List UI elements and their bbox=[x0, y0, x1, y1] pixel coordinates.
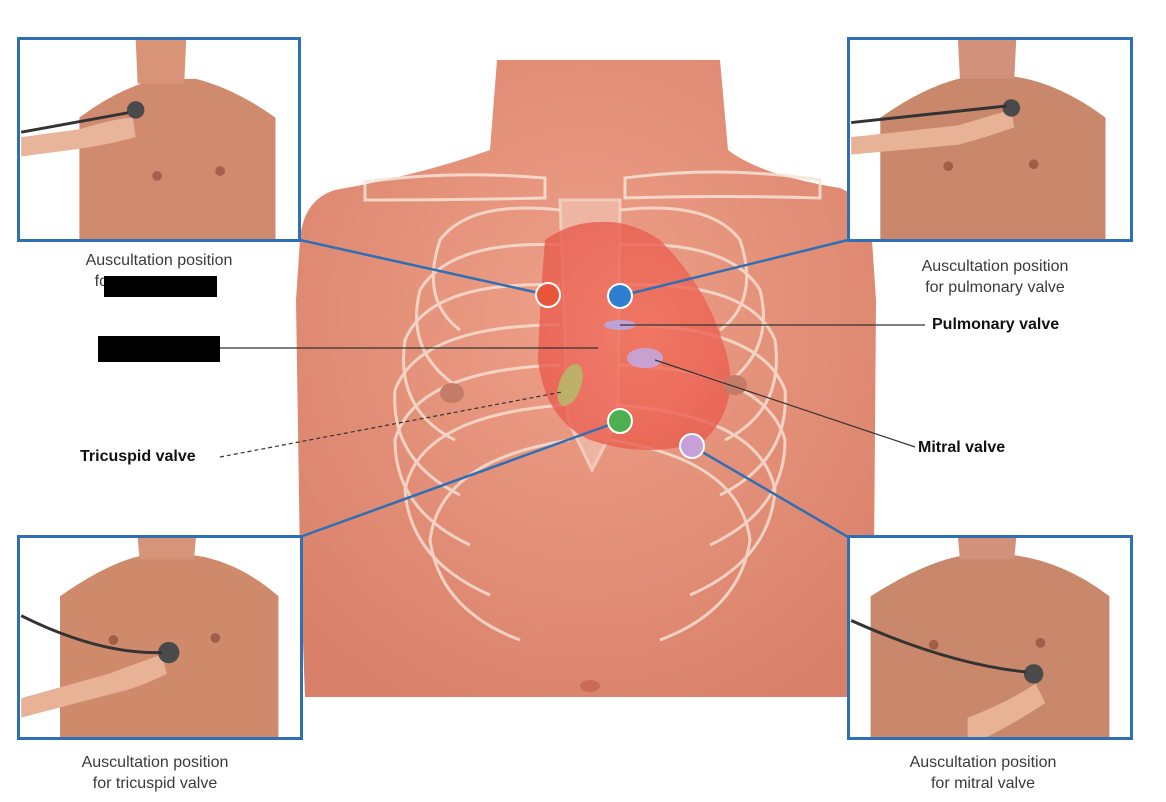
photo-top-right bbox=[847, 37, 1133, 242]
caption-line1: Auscultation position bbox=[81, 754, 229, 771]
label-tricuspid-valve: Tricuspid valve bbox=[80, 448, 196, 465]
aortic-point-dot bbox=[535, 282, 561, 308]
chest-photo-graphic bbox=[851, 40, 1129, 239]
chest-photo-graphic bbox=[20, 538, 299, 737]
caption-line1: Auscultation position bbox=[909, 754, 1057, 771]
left-nipple bbox=[440, 383, 464, 403]
caption-line2: for tricuspid valve bbox=[92, 775, 218, 792]
pointer-lines bbox=[219, 324, 925, 458]
photo-bottom-right bbox=[847, 535, 1133, 740]
chest-photo-graphic bbox=[850, 538, 1129, 737]
tricuspid-point-dot bbox=[607, 408, 633, 434]
left-clavicle bbox=[363, 173, 547, 202]
caption-line2: for mitral valve bbox=[930, 775, 1036, 792]
navel bbox=[580, 680, 600, 692]
caption-bottom-right: Auscultation position for mitral valve bbox=[835, 752, 1131, 794]
caption-line1: Auscultation position bbox=[85, 252, 233, 269]
redaction-box bbox=[104, 276, 217, 297]
label-mitral-valve: Mitral valve bbox=[918, 439, 1006, 456]
caption-bottom-left: Auscultation position for tricuspid valv… bbox=[7, 752, 303, 794]
photo-top-left bbox=[17, 37, 301, 242]
photo-bottom-left bbox=[17, 535, 303, 740]
mitral-valve-shape bbox=[627, 348, 663, 368]
tricuspid-valve-shape bbox=[557, 363, 583, 407]
heart bbox=[538, 221, 731, 450]
redaction-box bbox=[98, 336, 220, 362]
caption-top-right: Auscultation position for pulmonary valv… bbox=[847, 256, 1143, 298]
label-pulmonary-valve: Pulmonary valve bbox=[932, 316, 1060, 333]
caption-line1: Auscultation position bbox=[921, 258, 1069, 275]
chest-photo-graphic bbox=[20, 40, 297, 239]
right-clavicle bbox=[623, 170, 822, 200]
connector-lines bbox=[299, 238, 849, 539]
caption-line2: for pulmonary valve bbox=[925, 279, 1065, 296]
right-nipple bbox=[723, 375, 747, 395]
mitral-point-dot bbox=[679, 433, 705, 459]
pulmonary-point-dot bbox=[607, 283, 633, 309]
